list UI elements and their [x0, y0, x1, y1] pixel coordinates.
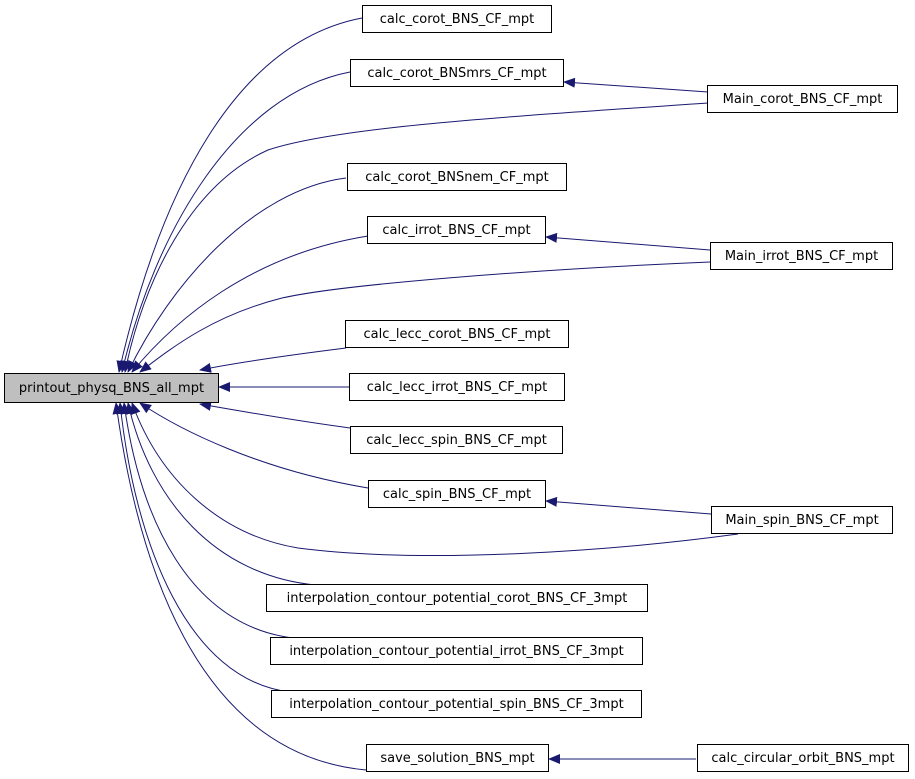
node-interp-spin[interactable]: interpolation_contour_potential_spin_BNS… [271, 690, 642, 718]
node-calc-circular[interactable]: calc_circular_orbit_BNS_mpt [697, 744, 909, 772]
edge-calc-corot-nem-to-root [127, 177, 347, 373]
edge-interp-corot-to-root [125, 402, 316, 586]
edge-calc-corot-mrs-to-root [119, 71, 351, 373]
edge-calc-spin-to-root [139, 402, 369, 489]
node-main-spin[interactable]: Main_spin_BNS_CF_mpt [711, 506, 893, 534]
edge-save-solution-to-root [112, 402, 367, 771]
edge-main-corot-to-calc-corot-mrs [563, 77, 709, 93]
node-save-solution[interactable]: save_solution_BNS_mpt [366, 744, 549, 772]
node-calc-corot[interactable]: calc_corot_BNS_CF_mpt [362, 5, 552, 33]
node-interp-irrot[interactable]: interpolation_contour_potential_irrot_BN… [270, 637, 643, 665]
node-printout-physq[interactable]: printout_physq_BNS_all_mpt [4, 373, 219, 403]
node-calc-lecc-spin[interactable]: calc_lecc_spin_BNS_CF_mpt [350, 426, 563, 454]
node-main-irrot[interactable]: Main_irrot_BNS_CF_mpt [710, 242, 893, 270]
edge-interp-irrot-to-root [120, 402, 294, 639]
node-interp-corot[interactable]: interpolation_contour_potential_corot_BN… [266, 584, 648, 612]
edge-calc-corot-to-root [116, 17, 363, 373]
edge-main-irrot-to-calc-irrot [545, 232, 711, 251]
node-calc-corot-mrs[interactable]: calc_corot_BNSmrs_CF_mpt [350, 59, 564, 87]
node-calc-lecc-corot[interactable]: calc_lecc_corot_BNS_CF_mpt [345, 320, 569, 348]
node-main-corot[interactable]: Main_corot_BNS_CF_mpt [707, 85, 898, 113]
edge-main-spin-to-calc-spin [545, 496, 712, 515]
edge-interp-spin-to-root [116, 402, 291, 693]
edge-main-irrot-to-root [139, 261, 711, 373]
edge-main-spin-to-root [131, 402, 739, 557]
edge-calc-lecc-corot-to-root [199, 347, 347, 373]
node-calc-corot-nem[interactable]: calc_corot_BNSnem_CF_mpt [347, 163, 567, 191]
edge-calc-lecc-spin-to-root [199, 400, 351, 429]
node-calc-lecc-irrot[interactable]: calc_lecc_irrot_BNS_CF_mpt [349, 373, 565, 401]
edge-main-corot-to-root [122, 102, 709, 373]
node-calc-spin[interactable]: calc_spin_BNS_CF_mpt [368, 480, 546, 508]
node-calc-irrot[interactable]: calc_irrot_BNS_CF_mpt [367, 216, 546, 244]
edge-calc-irrot-to-root [131, 235, 369, 373]
